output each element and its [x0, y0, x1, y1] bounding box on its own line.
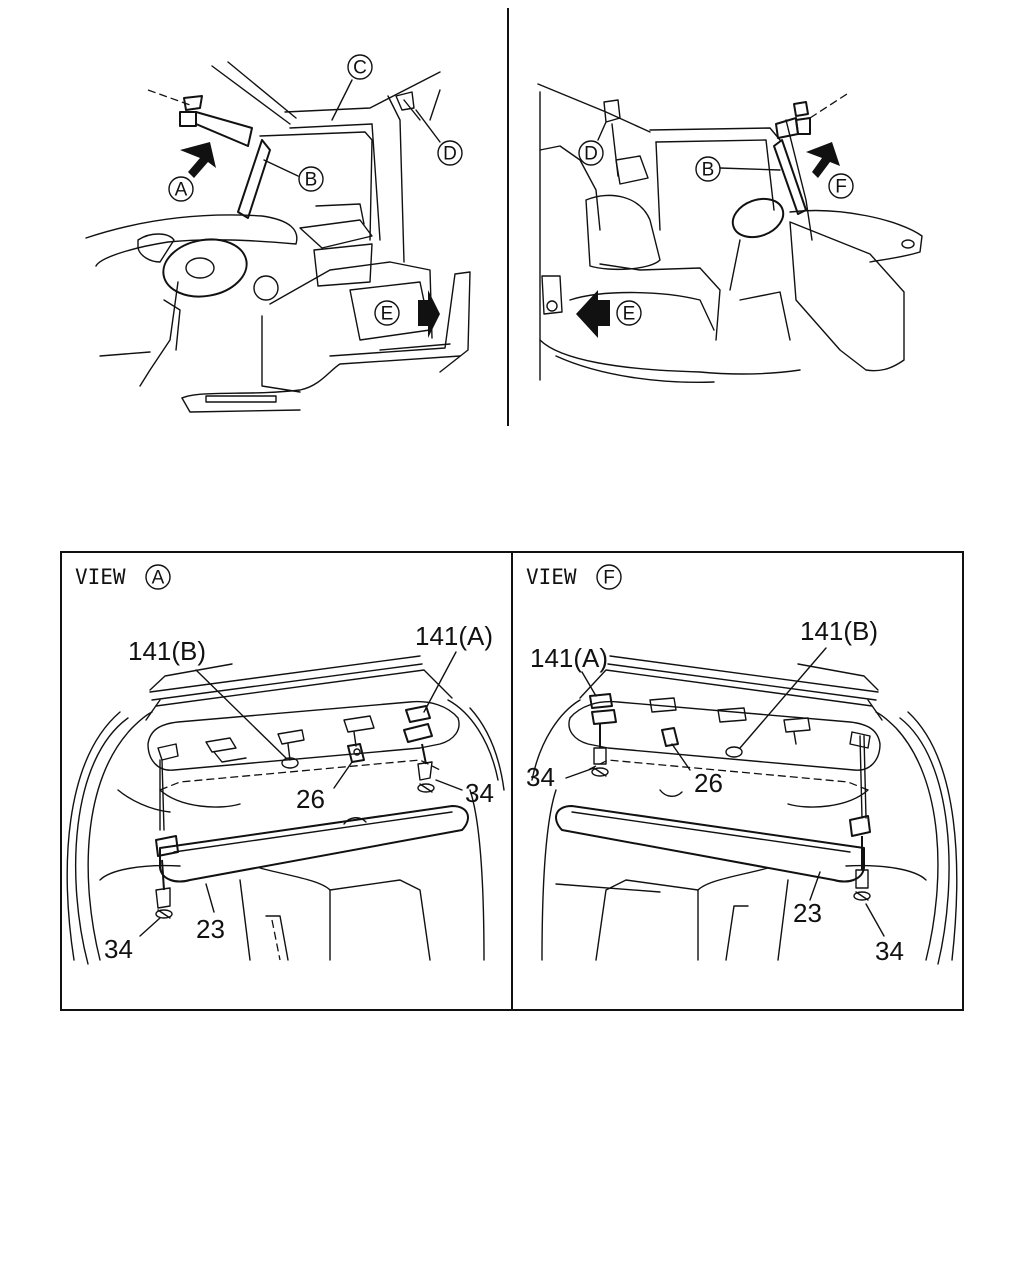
svg-text:D: D: [443, 144, 457, 165]
view-f-label-141a: 141(A): [530, 643, 608, 673]
view-f-label-34-left: 34: [526, 762, 555, 792]
svg-text:B: B: [305, 170, 318, 191]
svg-text:F: F: [603, 568, 615, 589]
view-f-title: VIEW F: [526, 564, 622, 590]
svg-text:A: A: [152, 568, 165, 589]
callout-d-right: D: [578, 140, 604, 166]
view-f-label-23: 23: [793, 898, 822, 928]
callout-f: F: [828, 173, 854, 199]
view-a-title: VIEW A: [75, 564, 171, 590]
view-f-label-34-right: 34: [875, 936, 904, 966]
callout-e-right: E: [616, 300, 642, 326]
callout-c: C: [347, 54, 373, 80]
callout-d-left: D: [437, 140, 463, 166]
svg-text:E: E: [623, 304, 636, 325]
view-f-drawing: [531, 647, 958, 965]
callout-b-right: B: [695, 156, 721, 182]
svg-text:D: D: [584, 144, 598, 165]
cab-right-illustration: [537, 83, 923, 383]
callout-e-left: E: [374, 300, 400, 326]
view-f-label-26: 26: [694, 768, 723, 798]
view-f-label-141b: 141(B): [800, 616, 878, 646]
view-a-label-23: 23: [196, 914, 225, 944]
cab-left-illustration: [85, 61, 471, 413]
view-a-label-141a: 141(A): [415, 621, 493, 651]
view-a-label-141b: 141(B): [128, 636, 206, 666]
svg-text:VIEW: VIEW: [526, 565, 577, 589]
view-a-label-34-right: 34: [465, 778, 494, 808]
callout-a-left: A: [168, 176, 194, 202]
svg-text:E: E: [381, 304, 394, 325]
svg-text:C: C: [353, 58, 367, 79]
view-a-drawing: [66, 651, 505, 965]
svg-text:VIEW: VIEW: [75, 565, 126, 589]
svg-text:B: B: [702, 160, 715, 181]
svg-text:A: A: [175, 180, 188, 201]
callout-b-left: B: [298, 166, 324, 192]
view-a-label-26: 26: [296, 784, 325, 814]
view-a-label-34-left: 34: [104, 934, 133, 964]
svg-text:F: F: [835, 177, 847, 198]
